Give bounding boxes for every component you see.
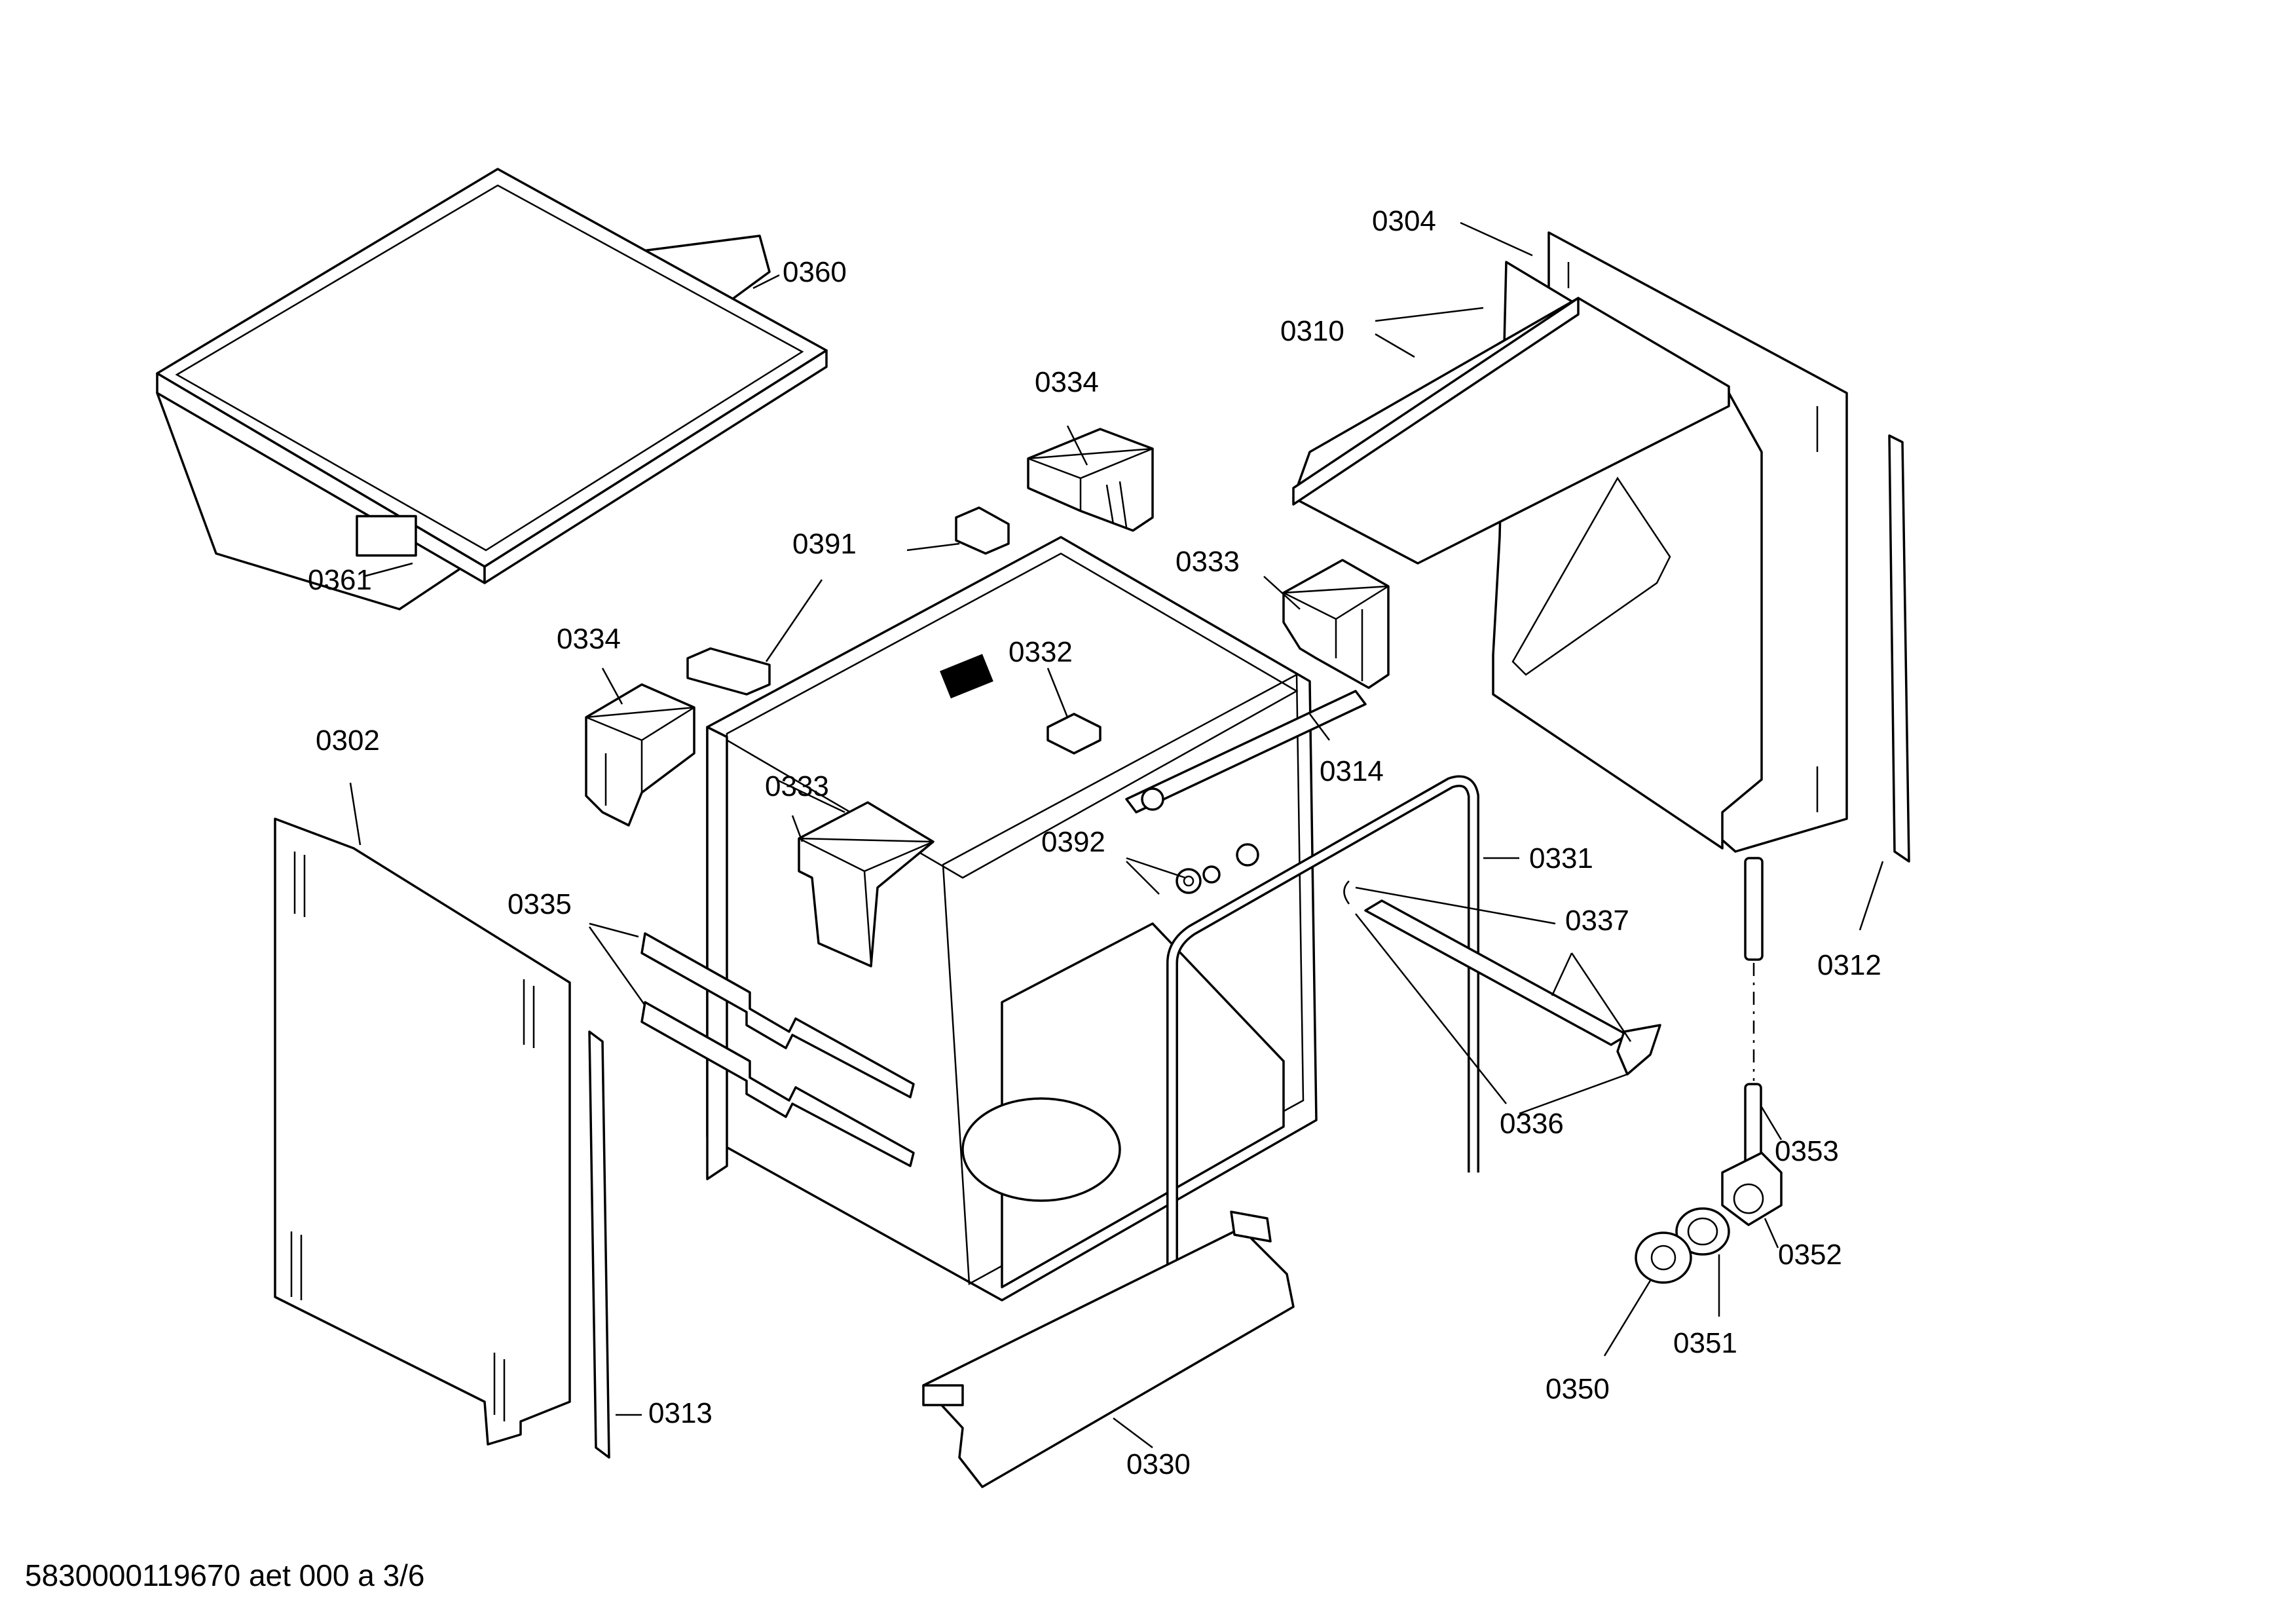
- label-0333-right: 0333: [1176, 546, 1240, 578]
- label-0336: 0336: [1500, 1108, 1564, 1140]
- part-0333-bracket-middle: [798, 801, 935, 967]
- part-0352-valve: [1721, 1152, 1783, 1226]
- part-0351-nut: [1675, 1207, 1730, 1256]
- label-0334-upper: 0334: [1035, 366, 1099, 398]
- part-0336-bar: [1343, 880, 1661, 1076]
- part-0330-kickplate: [922, 1210, 1295, 1488]
- part-0334-clip-lower: [585, 683, 695, 827]
- label-0360: 0360: [783, 256, 847, 288]
- part-0314-rail: [1125, 690, 1367, 867]
- label-0302: 0302: [316, 724, 380, 757]
- label-0333-middle: 0333: [765, 770, 829, 802]
- part-tub-main: [706, 536, 1318, 1302]
- label-0391: 0391: [792, 528, 857, 560]
- part-0391-brackets: [686, 506, 1010, 696]
- part-0360-worktop: [156, 168, 828, 610]
- part-0350-cap: [1635, 1231, 1692, 1284]
- label-0353: 0353: [1775, 1135, 1839, 1167]
- label-0312: 0312: [1817, 949, 1881, 981]
- part-0310-top-plate: [1292, 297, 1730, 565]
- label-0337: 0337: [1565, 905, 1629, 937]
- label-0332: 0332: [1009, 636, 1073, 668]
- document-footer-id: 5830000119670 aet 000 a 3/6: [25, 1558, 425, 1592]
- label-0313: 0313: [648, 1397, 713, 1429]
- part-0334-clip-upper: [1027, 428, 1154, 532]
- label-0392: 0392: [1041, 826, 1105, 858]
- label-0335: 0335: [508, 888, 572, 920]
- label-0330: 0330: [1126, 1448, 1191, 1480]
- part-labels: 0360 0361 0334 0391 0334 0333 0332 0333 …: [308, 205, 1881, 1480]
- part-0392-fasteners: [1176, 865, 1221, 894]
- label-0304: 0304: [1372, 205, 1436, 237]
- part-0335-rails: [640, 932, 915, 1167]
- leader-lines: [349, 221, 1884, 1448]
- part-0332-clip: [1046, 713, 1102, 755]
- label-0310: 0310: [1280, 315, 1344, 347]
- part-0302-side-panel: [274, 817, 571, 1446]
- label-0350: 0350: [1546, 1373, 1610, 1405]
- label-0352: 0352: [1778, 1239, 1842, 1271]
- label-0334-lower: 0334: [557, 623, 621, 655]
- label-0351: 0351: [1673, 1327, 1737, 1359]
- part-0312-strip-right: [1888, 434, 1910, 863]
- label-0361: 0361: [308, 564, 372, 596]
- part-0313-strip-left: [588, 1030, 610, 1459]
- label-0331: 0331: [1529, 842, 1593, 874]
- part-0353-hose: [1744, 857, 1764, 1171]
- part-0333-bracket-right: [1280, 559, 1390, 689]
- part-0331-door-seal: [1166, 775, 1479, 1349]
- label-0314: 0314: [1320, 755, 1384, 787]
